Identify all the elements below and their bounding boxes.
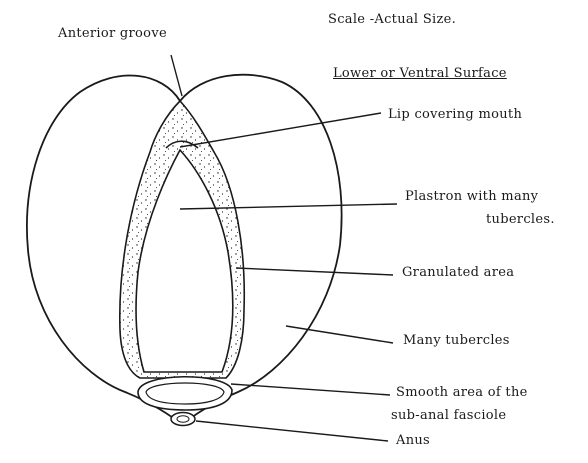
anus-opening xyxy=(171,413,195,426)
leader-anus xyxy=(196,421,388,441)
leader-anterior-groove xyxy=(171,55,182,96)
surface-title: Lower or Ventral Surface xyxy=(333,67,507,80)
label-granulated: Granulated area xyxy=(402,266,514,279)
label-anus: Anus xyxy=(396,434,430,447)
granulated-area xyxy=(120,101,244,378)
label-plastron-2: tubercles. xyxy=(486,213,555,226)
label-anterior-groove: Anterior groove xyxy=(58,27,167,40)
label-plastron-1: Plastron with many xyxy=(405,190,538,203)
leader-lip xyxy=(180,113,381,147)
sub-anal-fasciole-outer xyxy=(138,377,232,410)
leader-plastron xyxy=(180,204,397,209)
scale-label: Scale -Actual Size. xyxy=(328,13,456,26)
label-smooth-2: sub-anal fasciole xyxy=(391,409,506,422)
label-lip: Lip covering mouth xyxy=(388,108,522,121)
label-smooth-1: Smooth area of the xyxy=(396,386,528,399)
leader-many-tubercles xyxy=(286,326,393,343)
leader-granulated xyxy=(236,268,393,275)
leader-smooth-area xyxy=(231,384,390,395)
label-many-tubercles: Many tubercles xyxy=(403,334,510,347)
